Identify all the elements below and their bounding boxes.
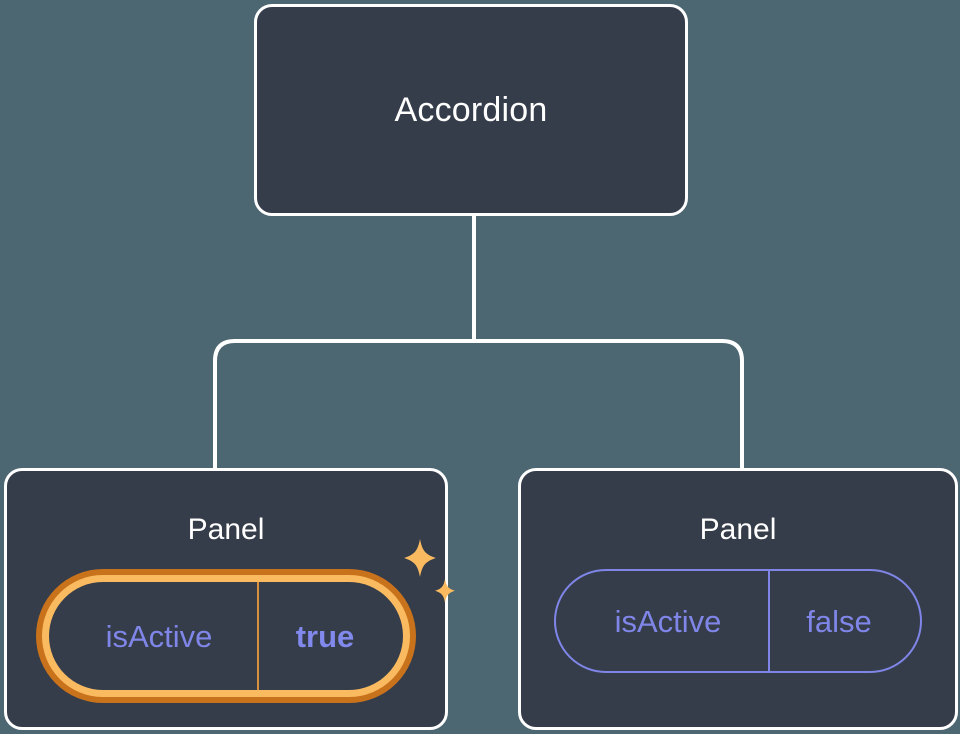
prop-value-true: true [257,582,403,690]
node-title-panel-inactive: Panel [699,513,777,546]
prop-badge-highlight-wrap: isActive true [36,539,455,703]
prop-value-false: false [768,571,920,671]
prop-badge-core: isActive true [49,582,403,690]
connector-branch-left [213,339,474,470]
node-card-panel-active[interactable]: Panel isActive true [4,468,455,730]
node-card-panel-inactive[interactable]: Panel isActive false [518,468,958,730]
node-card-accordion[interactable]: Accordion [254,4,688,216]
prop-badge-isactive-true[interactable]: isActive true [36,569,416,703]
prop-key-isactive: isActive [614,603,722,639]
node-title-accordion: Accordion [394,91,548,129]
sparkle-small-icon [435,579,455,603]
prop-key-isactive: isActive [105,618,213,654]
prop-badge-row-active: isActive true [7,539,455,703]
connector-branch-right [474,339,744,470]
prop-badge-ring-inner: isActive true [42,575,410,697]
node-title-panel-active: Panel [187,513,265,546]
prop-badge-row-inactive: isActive false [521,569,955,673]
prop-badge-isactive-false[interactable]: isActive false [554,569,922,673]
